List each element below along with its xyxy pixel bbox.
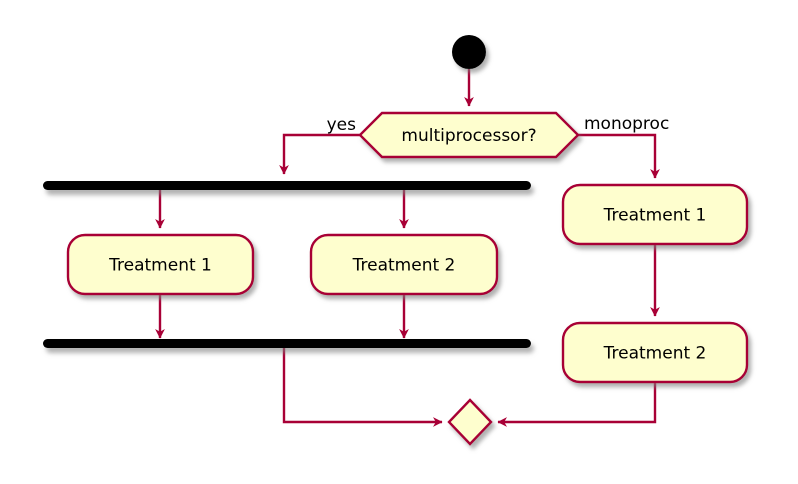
activity-treatment-2-serial[interactable]: Treatment 2	[561, 321, 749, 384]
activity-treatment-2-parallel[interactable]: Treatment 2	[309, 233, 499, 296]
edge-join-to-merge	[282, 348, 443, 427]
decision-shape	[358, 111, 580, 159]
edge-decision-yes-to-fork	[279, 133, 360, 175]
edge-serial-bottom-to-merge	[497, 382, 657, 427]
activity-treatment-1-serial[interactable]: Treatment 1	[561, 183, 749, 246]
activity-label: Treatment 1	[108, 256, 212, 276]
edge-label-monoproc: monoproc	[584, 114, 669, 134]
edge-layer	[155, 69, 660, 427]
edge-decision-monoproc-to-serial-top	[578, 133, 660, 179]
decision-label: multiprocessor?	[401, 126, 536, 146]
activity-shape	[309, 233, 499, 296]
activity-label: Treatment 2	[352, 256, 456, 276]
decision-multiprocessor[interactable]: multiprocessor?	[358, 111, 580, 159]
start-node	[452, 35, 486, 69]
activity-label: Treatment 1	[603, 206, 707, 226]
join-bar	[43, 339, 531, 348]
activity-shape	[561, 183, 749, 246]
edge-label-yes: yes	[327, 115, 357, 135]
merge-diamond	[447, 398, 493, 446]
fork-bar	[43, 181, 531, 190]
activity-label: Treatment 2	[603, 344, 707, 364]
activity-shape	[66, 233, 255, 296]
activity-shape	[561, 321, 749, 384]
activity-treatment-1-parallel[interactable]: Treatment 1	[66, 233, 255, 296]
